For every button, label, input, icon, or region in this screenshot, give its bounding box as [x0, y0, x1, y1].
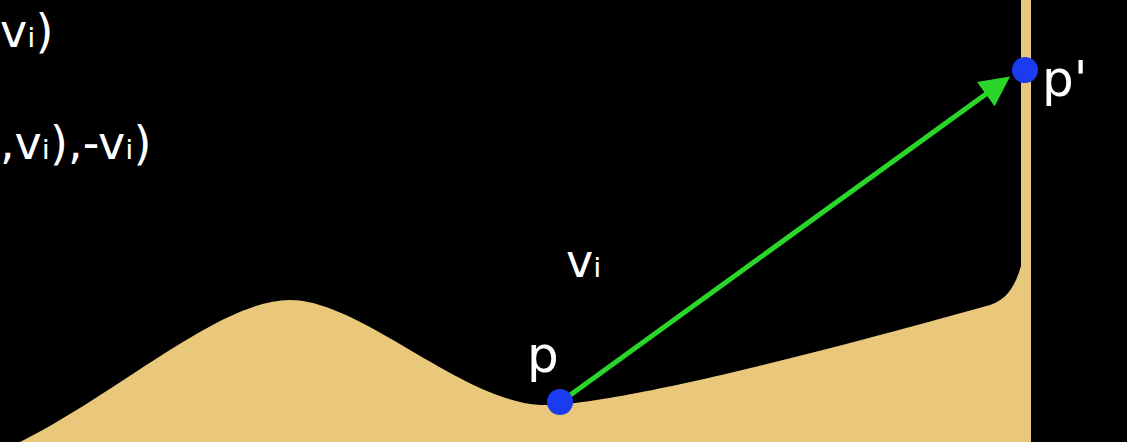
formula-fragment: vᵢ): [0, 8, 53, 54]
vector-label: vᵢ: [566, 238, 601, 284]
point-dot: [1012, 57, 1038, 83]
formula-fragment: ,vᵢ),-vᵢ): [0, 120, 151, 166]
vector-arrow: [562, 81, 1004, 401]
point-label: p: [527, 330, 559, 380]
point-label: p': [1042, 54, 1087, 104]
point-dot: [547, 389, 573, 415]
terrain: [20, 0, 1031, 442]
